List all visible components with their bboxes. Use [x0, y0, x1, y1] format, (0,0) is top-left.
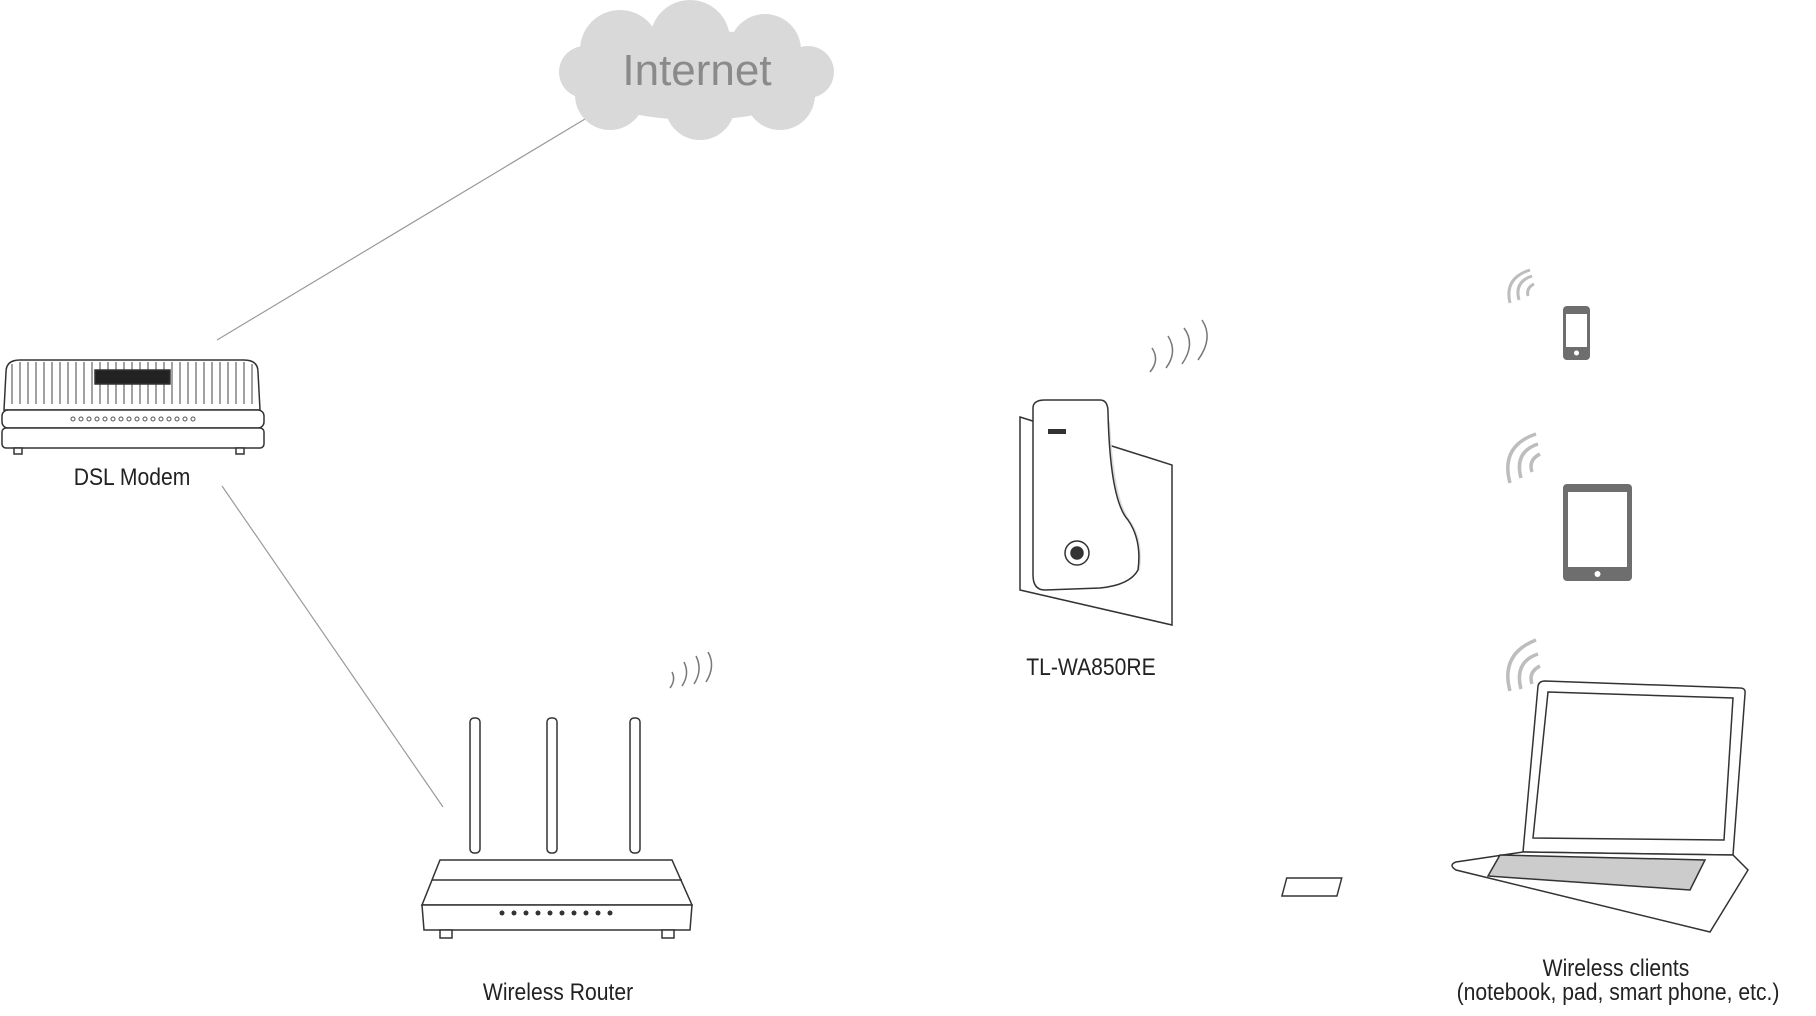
wireless-router-icon	[420, 717, 694, 939]
laptop-wifi-signal-icon	[1506, 638, 1541, 692]
dsl-modem-icon	[1, 359, 265, 455]
smartphone-icon	[1563, 306, 1590, 360]
extender-wifi-signal-icon	[1149, 319, 1208, 373]
link-modem-router	[221, 485, 444, 808]
wireless-router-label: Wireless Router	[482, 979, 634, 1006]
router-wifi-signal-icon	[669, 651, 713, 689]
wireless-clients-label: Wireless clients	[1542, 955, 1690, 982]
tablet-icon	[1563, 484, 1632, 581]
laptop-icon	[1280, 680, 1749, 933]
link-internet-modem	[216, 115, 591, 341]
range-extender-icon	[1019, 399, 1173, 626]
wireless-clients-sublabel: (notebook, pad, smart phone, etc.)	[1456, 979, 1780, 1006]
extender-label: TL-WA850RE	[1026, 654, 1156, 681]
internet-label: Internet	[622, 46, 772, 95]
internet-cloud-icon	[559, 0, 834, 140]
tablet-wifi-signal-icon	[1506, 432, 1541, 484]
phone-wifi-signal-icon	[1507, 268, 1535, 304]
dsl-modem-label: DSL Modem	[73, 464, 191, 491]
